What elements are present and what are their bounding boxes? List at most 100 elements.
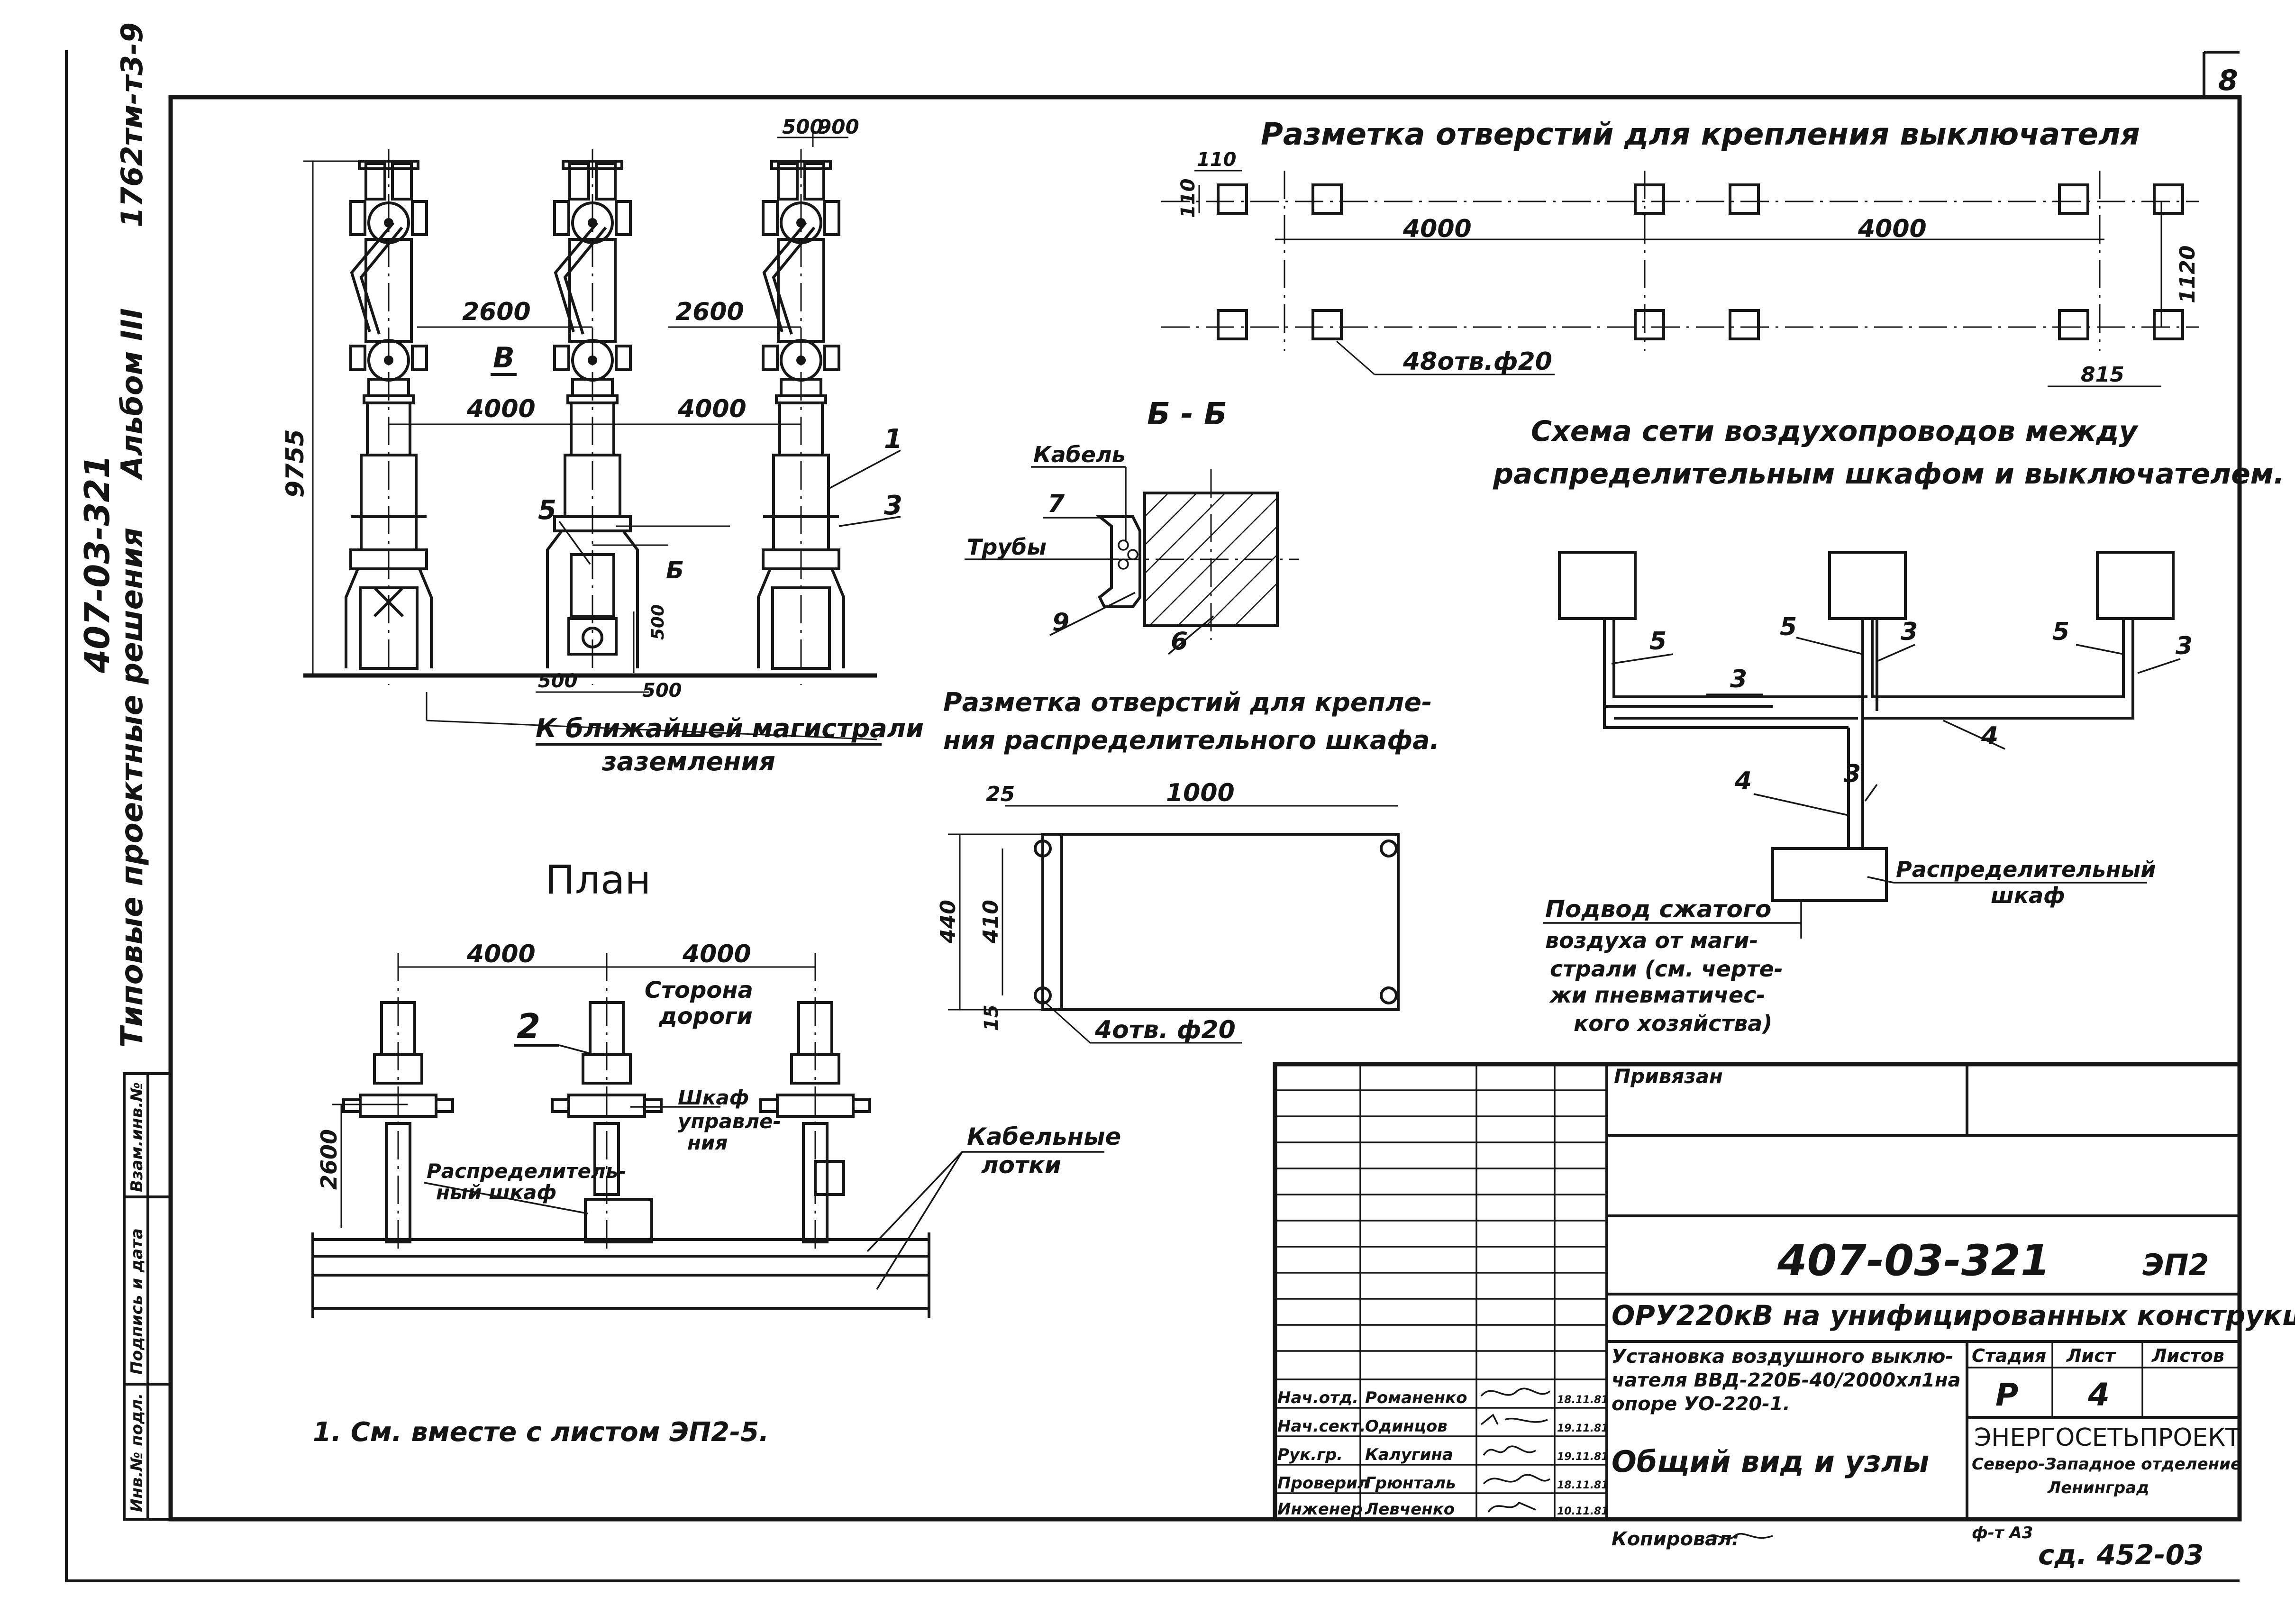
dim-1120: 1120 xyxy=(2176,246,2200,303)
stamp-signature-date: Подпись и дата xyxy=(128,1228,146,1375)
section-bb-title: Б - Б xyxy=(1147,397,1227,432)
air-scheme-title-2: распределительным шкафом и выключателем. xyxy=(1493,457,2285,491)
air-supply-2: воздуха от маги- xyxy=(1545,928,1758,953)
object-name: ОРУ220кВ на унифицированных конструкциях xyxy=(1612,1299,2295,1332)
general-note: 1. См. вместе с листом ЭП2-5. xyxy=(313,1417,769,1448)
stage-header: Стадия xyxy=(1972,1345,2046,1366)
role-4: Проверил xyxy=(1277,1474,1369,1493)
air-label-3c: 3 xyxy=(1730,665,1747,693)
dim-440: 440 xyxy=(936,900,960,944)
road-side-1: Сторона xyxy=(645,977,753,1004)
dim-500-bottom-left: 500 xyxy=(538,670,578,692)
switch-unit-3 xyxy=(757,149,845,685)
dim-4000-b: 4000 xyxy=(1858,215,1927,243)
sheet-corner-number: 8 xyxy=(2218,64,2238,97)
leader-3: 3 xyxy=(884,490,902,521)
air-label-5b: 5 xyxy=(1780,613,1797,641)
role-3: Рук.гр. xyxy=(1277,1445,1343,1464)
name-3: Калугина xyxy=(1365,1445,1453,1464)
date-1: 18.11.81 xyxy=(1557,1394,1609,1406)
plan-dim-2600: 2600 xyxy=(316,1129,342,1190)
dim-500-top: 500 xyxy=(782,115,824,138)
view-letter-b: В xyxy=(493,341,515,374)
dim-15: 15 xyxy=(981,1004,1002,1031)
role-5: Инженер xyxy=(1277,1500,1363,1519)
ground-note-line2: заземления xyxy=(601,747,775,776)
inventory-number: сд. 452-03 xyxy=(2038,1539,2204,1571)
org-name: ЭНЕРГОСЕТЬПРОЕКТ xyxy=(1974,1423,2240,1452)
cabinet-holes-layout: Разметка отверстий для крепле- ния распр… xyxy=(936,687,1439,1044)
description-1: Установка воздушного выклю- xyxy=(1612,1346,1953,1368)
switch-unit-2 xyxy=(546,149,639,685)
copied-label: Копировал: xyxy=(1612,1528,1739,1550)
title-grid-rows xyxy=(1275,1089,1607,1494)
air-label-5a: 5 xyxy=(1649,627,1667,656)
air-supply-3: страли (см. черте- xyxy=(1550,956,1783,982)
elevation-view: 500 900 2600 2600 4000 4000 9755 500 500… xyxy=(281,115,924,776)
project-code-side: 407-03-321 xyxy=(77,455,117,674)
format-label: ф-т А3 xyxy=(1972,1524,2033,1542)
dim-815: 815 xyxy=(2081,363,2124,387)
cabinet-label-2: шкаф xyxy=(1991,883,2065,908)
album-label: Альбом III xyxy=(115,308,149,481)
road-side-2: дороги xyxy=(658,1003,753,1030)
sheet-header: Лист xyxy=(2066,1345,2116,1366)
doc-number: 407-03-321 xyxy=(1777,1236,2050,1286)
stage-value: Р xyxy=(1995,1377,2018,1413)
title-block: Привязан 407-03-321 ЭП2 ОРУ220кВ на униф… xyxy=(1273,1062,2295,1522)
dim-25: 25 xyxy=(986,782,1015,806)
plan-dim-4000-a: 4000 xyxy=(466,940,536,968)
handwritten-signatures xyxy=(1480,1387,1551,1513)
dim-110-side: 110 xyxy=(1177,179,1199,219)
name-4: Грюнталь xyxy=(1365,1474,1456,1493)
name-5: Левченко xyxy=(1365,1500,1455,1519)
name-2: Одинцов xyxy=(1365,1417,1448,1436)
dim-500-vertical: 500 xyxy=(648,604,668,640)
ground-note-line1: К ближайшей магистрали xyxy=(536,713,924,743)
role-2: Нач.сект. xyxy=(1277,1417,1366,1436)
date-4: 18.11.81 xyxy=(1557,1479,1609,1491)
date-2: 19.11.81 xyxy=(1557,1423,1609,1434)
control-cabinet-2: управле- xyxy=(678,1110,781,1133)
plan-title: План xyxy=(545,857,651,903)
name-1: Романенко xyxy=(1365,1388,1467,1407)
cable-trays-1: Кабельные xyxy=(967,1123,1121,1150)
air-scheme-title-1: Схема сети воздухопроводов между xyxy=(1531,415,2139,448)
plan-view: План 4000 4000 2600 xyxy=(311,857,1121,1318)
album-code: 1762тм-т3-9 xyxy=(115,22,149,228)
left-margin-stamp: 1762тм-т3-9 Альбом III 407-03-321 Типовы… xyxy=(77,22,172,1521)
air-label-4a: 4 xyxy=(1981,722,1998,750)
org-city: Ленинград xyxy=(2047,1478,2149,1497)
air-label-3d: 3 xyxy=(1844,760,1861,788)
dim-410: 410 xyxy=(979,900,1003,944)
drawing-name: Общий вид и узлы xyxy=(1612,1444,1929,1479)
pipes-label: Трубы xyxy=(967,534,1047,560)
section-mark-b: Б xyxy=(666,557,684,584)
role-1: Нач.отд. xyxy=(1277,1388,1358,1407)
description-2: чателя ВВД-220Б-40/2000хл1на xyxy=(1612,1369,1961,1391)
dist-cabinet-1: Распределитель- xyxy=(427,1159,627,1183)
dim-110-top: 110 xyxy=(1197,149,1237,171)
switch-holes-note: 48отв.ф20 xyxy=(1402,347,1552,376)
date-5: 10.11.81 xyxy=(1557,1505,1609,1517)
dim-500-bottom-right: 500 xyxy=(642,680,682,702)
section-hatch xyxy=(1144,493,1278,626)
elevation-dimensions xyxy=(303,128,877,740)
cabinet-holes-title-2: ния распределительного шкафа. xyxy=(943,725,1439,755)
air-supply-1: Подвод сжатого xyxy=(1545,895,1771,923)
hole-plates xyxy=(1217,183,2184,340)
cabinet-holes-title-1: Разметка отверстий для крепле- xyxy=(943,687,1432,717)
control-cabinet-3: ния xyxy=(687,1131,728,1154)
stamp-replaced-inv: Взам.инв.№ xyxy=(128,1082,146,1192)
stamp-orig-inv: Инв.№ подл. xyxy=(128,1393,146,1512)
org-division: Северо-Западное отделение xyxy=(1972,1455,2241,1474)
switch-holes-layout: Разметка отверстий для крепления выключа… xyxy=(1161,117,2200,387)
sheet-frame: 8 xyxy=(65,50,2242,1582)
sheets-header: Листов xyxy=(2151,1345,2224,1366)
sheet-code: ЭП2 xyxy=(2142,1248,2209,1282)
leader-7: 7 xyxy=(1047,490,1065,518)
dim-1000: 1000 xyxy=(1166,779,1235,807)
switch-holes-title: Разметка отверстий для крепления выключа… xyxy=(1261,117,2140,152)
plan-switches xyxy=(342,1001,871,1243)
